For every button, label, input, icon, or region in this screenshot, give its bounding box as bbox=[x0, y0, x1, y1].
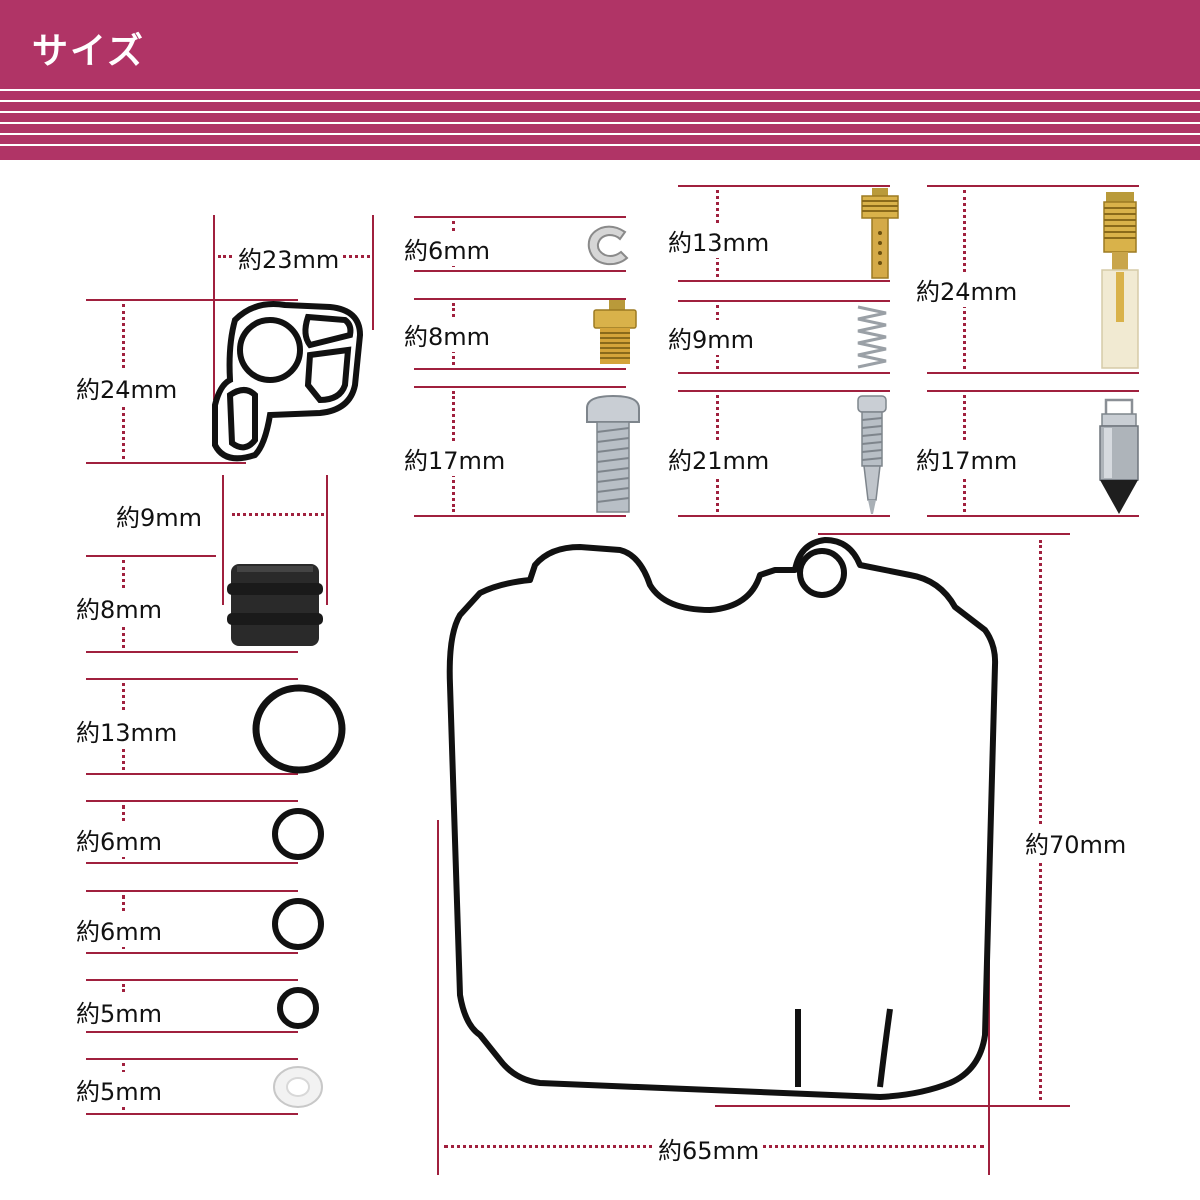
dimension-line bbox=[86, 1058, 298, 1060]
dimension-line bbox=[678, 372, 890, 374]
dimension-line bbox=[86, 1031, 298, 1033]
dimension-line bbox=[222, 475, 224, 605]
header-stripe bbox=[0, 144, 1200, 146]
dimension-line bbox=[86, 890, 298, 892]
screw-icon bbox=[586, 394, 640, 513]
dimension-line bbox=[86, 555, 216, 557]
height-label: 約70mm bbox=[1025, 825, 1127, 860]
washer-icon bbox=[273, 1066, 323, 1108]
main-jet-icon bbox=[593, 300, 637, 364]
dimension-line bbox=[678, 300, 890, 302]
dimension-line bbox=[414, 298, 626, 300]
needle-jet-icon bbox=[1101, 192, 1139, 369]
o-ring-icon bbox=[252, 684, 346, 774]
dimension-dots bbox=[232, 513, 324, 516]
dimension-line bbox=[326, 475, 328, 605]
dimension-line bbox=[678, 185, 890, 187]
size-label: 約6mm bbox=[76, 822, 163, 857]
dimension-line bbox=[414, 515, 626, 517]
size-label: 約5mm bbox=[76, 1072, 163, 1107]
dimension-line bbox=[715, 1105, 1070, 1107]
o-ring-icon bbox=[277, 987, 319, 1029]
dimension-line bbox=[86, 1113, 298, 1115]
dimension-line bbox=[86, 462, 246, 464]
header-banner: サイズ bbox=[0, 0, 1200, 160]
header-stripe bbox=[0, 100, 1200, 102]
dimension-line bbox=[414, 270, 626, 272]
dimension-line bbox=[414, 386, 626, 388]
size-label: 約5mm bbox=[76, 994, 163, 1029]
dimension-line bbox=[86, 773, 298, 775]
spring-icon bbox=[857, 305, 887, 369]
size-label: 約8mm bbox=[404, 317, 491, 352]
dimension-line bbox=[372, 215, 374, 330]
dimension-line bbox=[818, 533, 1070, 535]
width-label: 約9mm bbox=[116, 504, 203, 532]
height-label: 約8mm bbox=[76, 590, 163, 625]
size-label: 約17mm bbox=[916, 441, 1018, 476]
height-label: 約24mm bbox=[76, 370, 178, 405]
dimension-line bbox=[678, 390, 890, 392]
width-label: 約23mm bbox=[234, 240, 344, 275]
page-title: サイズ bbox=[32, 31, 145, 72]
shaped-gasket-icon bbox=[212, 301, 364, 462]
dimension-line bbox=[86, 979, 298, 981]
bowl-gasket-icon bbox=[446, 537, 999, 1100]
dimension-line bbox=[927, 372, 1139, 374]
dimension-line bbox=[678, 515, 890, 517]
header-stripe bbox=[0, 111, 1200, 113]
dimension-line bbox=[86, 678, 298, 680]
size-label: 約21mm bbox=[668, 441, 770, 476]
size-label: 約13mm bbox=[76, 713, 178, 748]
dimension-dots bbox=[1039, 540, 1042, 1100]
dimension-line bbox=[414, 216, 626, 218]
dimension-line bbox=[678, 280, 890, 282]
rubber-seal-icon bbox=[227, 564, 323, 646]
dimension-line bbox=[437, 820, 439, 1175]
width-label: 約65mm bbox=[654, 1131, 764, 1166]
size-label: 約6mm bbox=[76, 912, 163, 947]
slow-jet-icon bbox=[861, 188, 899, 279]
size-label: 約13mm bbox=[668, 223, 770, 258]
header-stripe bbox=[0, 89, 1200, 91]
o-ring-icon bbox=[272, 898, 324, 950]
dimension-line bbox=[86, 299, 298, 301]
header-stripe bbox=[0, 133, 1200, 135]
dimension-line bbox=[86, 862, 298, 864]
dimension-line bbox=[927, 515, 1139, 517]
o-ring-icon bbox=[272, 808, 324, 860]
dimension-line bbox=[213, 215, 215, 400]
float-valve-icon bbox=[1099, 398, 1139, 514]
dimension-line bbox=[927, 185, 1139, 187]
size-label: 約17mm bbox=[404, 441, 506, 476]
dimension-line bbox=[86, 651, 298, 653]
size-label: 約9mm bbox=[668, 320, 755, 355]
dimension-line bbox=[86, 952, 298, 954]
dimension-line bbox=[86, 800, 298, 802]
pilot-screw-icon bbox=[857, 395, 887, 514]
dimension-line bbox=[414, 368, 626, 370]
header-stripe bbox=[0, 122, 1200, 124]
e-clip-icon bbox=[587, 225, 629, 266]
size-label: 約24mm bbox=[916, 272, 1018, 307]
dimension-line bbox=[927, 390, 1139, 392]
size-label: 約6mm bbox=[404, 231, 491, 266]
